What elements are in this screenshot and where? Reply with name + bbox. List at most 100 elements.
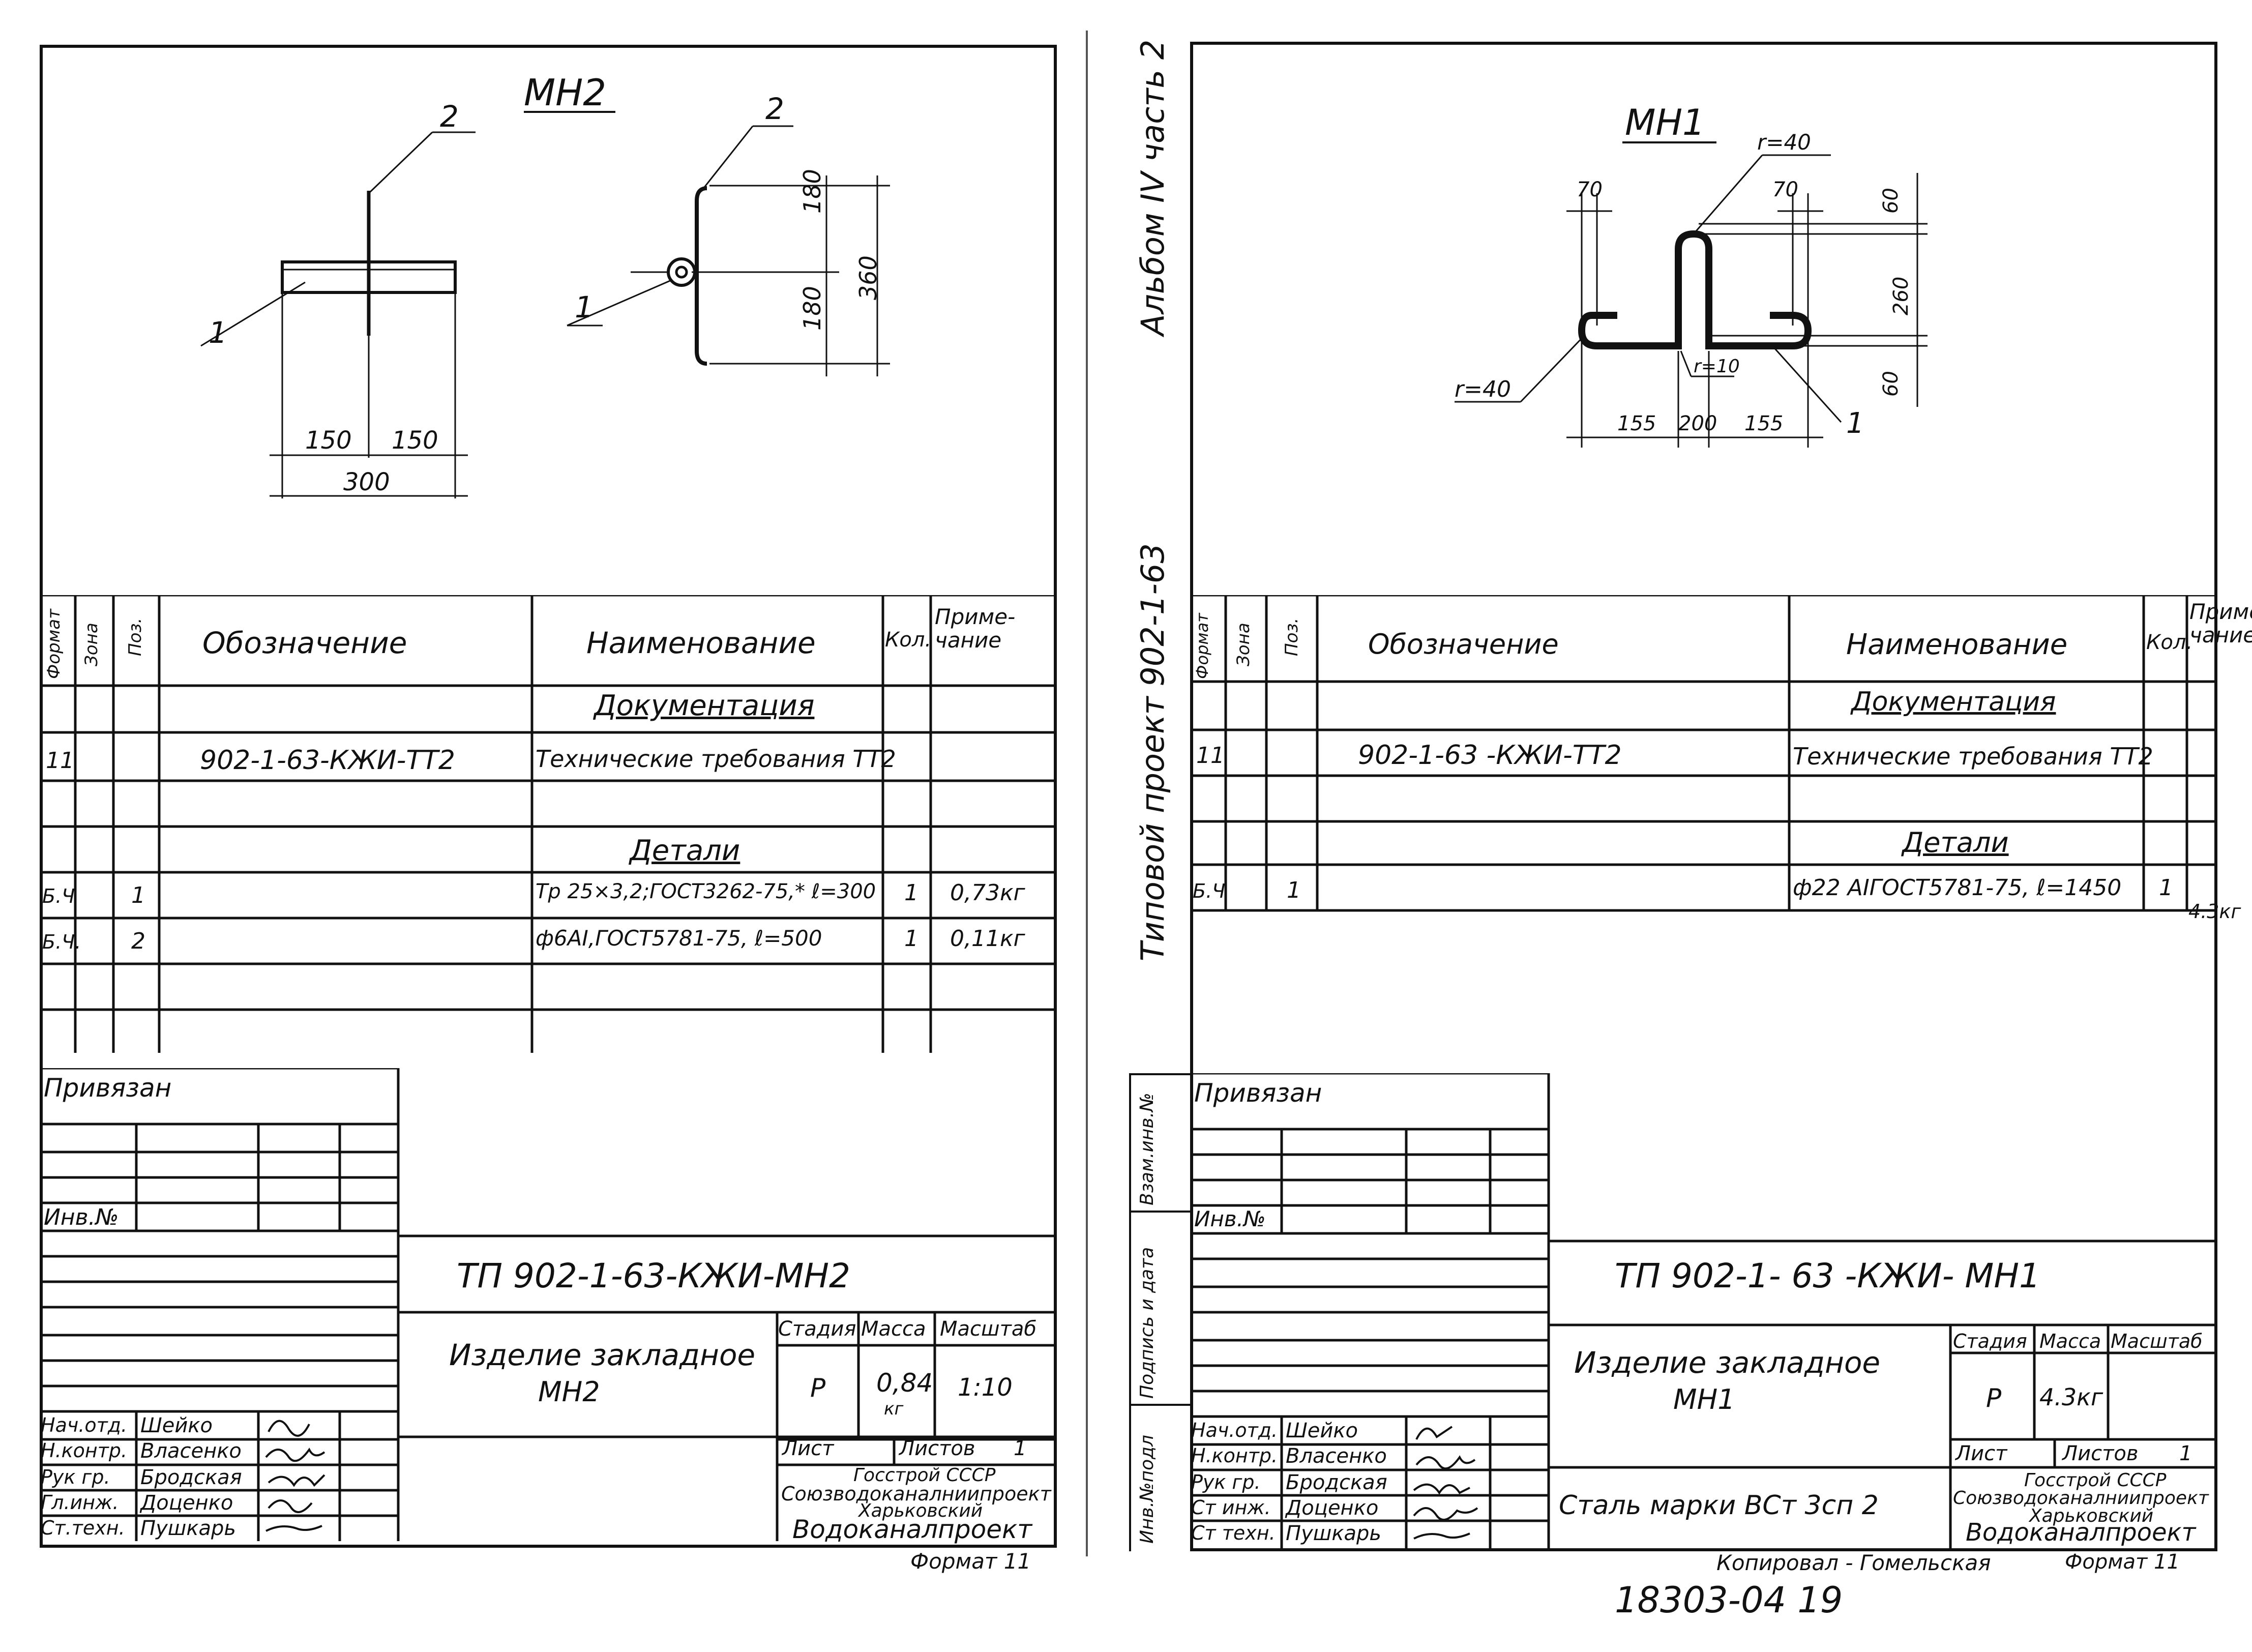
mn1-dim-70-right: 70 (1772, 178, 1798, 201)
mn2-side-pos2-label: 2 (765, 92, 784, 126)
stamp-name-3: Бродская (140, 1466, 242, 1489)
stamp-role-3: Рук гр. (1191, 1471, 1261, 1493)
spec-header-pos: Поз. (1282, 617, 1302, 656)
right-title-block: Привязан Инв.№ ТП 902-1- 63 -КЖИ- МН1 Из… (1190, 1073, 2217, 1549)
spec-row1-format: Б.Ч (1193, 880, 1226, 902)
binding-box-3: Инв.№подл (1137, 1434, 1158, 1544)
stamp-name-1: Шейко (1286, 1419, 1358, 1442)
copied-by-label: Копировал - Гомельская (1716, 1550, 1991, 1575)
stamp-role-5: Ст.техн. (41, 1517, 125, 1539)
stamp-name-4: Доценко (1286, 1496, 1379, 1520)
spec-row1-qty: 1 (2159, 875, 2173, 901)
spec-row1-qty: 1 (904, 880, 918, 906)
spec-header-name: Наименование (586, 626, 816, 660)
mn1-dim-60-bottom: 60 (1879, 371, 1903, 397)
mn1-title: МН1 (1625, 102, 1705, 143)
stamp-privyazan: Привязан (44, 1073, 172, 1103)
spec-doc-name: Технические требования ТТ2 (1793, 743, 2153, 770)
stamp-org-4: Водоканалпроект (1966, 1518, 2196, 1547)
mn1-dim-155-right: 155 (1744, 412, 1784, 435)
mn1-dim-155-left: 155 (1617, 412, 1656, 435)
mn2-dim-180-top: 180 (798, 169, 826, 214)
stamp-stage: Р (1986, 1383, 2002, 1413)
spec-row1-note: 0,73кг (950, 880, 1025, 906)
stamp-role-5: Ст техн. (1191, 1522, 1276, 1544)
stamp-mass: 4.3кг (2039, 1383, 2103, 1411)
spec-header-format: Формат (44, 609, 64, 679)
stamp-stage-header: Стадия (1953, 1330, 2027, 1352)
stamp-sheet-header: Лист (782, 1437, 834, 1460)
spec-header-note: Приме-чание (935, 604, 1016, 653)
spec-section-docs: Документация (594, 689, 815, 722)
spec-section-docs: Документация (1851, 687, 2056, 717)
stamp-privyazan: Привязан (1194, 1078, 1322, 1108)
mn1-dim-60-top: 60 (1879, 188, 1903, 214)
right-binding-div2 (1129, 1404, 1190, 1406)
mn2-pos2-label: 2 (440, 99, 459, 134)
binding-box-2: Подпись и дата (1137, 1247, 1158, 1399)
spec-header-designation: Обозначение (1368, 628, 1559, 660)
stamp-doc-code: ТП 902-1-63-КЖИ-МН2 (457, 1256, 851, 1295)
mn1-r40-top: r=40 (1757, 130, 1811, 155)
stamp-item-mark: МН2 (538, 1376, 600, 1408)
stamp-name-1: Шейко (140, 1414, 213, 1437)
spec-header-name: Наименование (1846, 628, 2068, 661)
mn2-dim-300: 300 (343, 468, 390, 496)
stamp-item-mark: МН1 (1673, 1383, 1735, 1415)
stamp-name-5: Пушкарь (140, 1517, 236, 1540)
stamp-name-2: Власенко (140, 1439, 242, 1463)
spec-row2-format: Б.Ч. (42, 931, 81, 953)
stamp-signatures (265, 1420, 325, 1532)
stamp-org-1: Госстрой СССР (853, 1465, 996, 1486)
mn2-pos1-label: 1 (209, 315, 227, 350)
stamp-sheet-header: Лист (1955, 1442, 2007, 1465)
spec-header-note: Приме-чание (2189, 599, 2252, 648)
stamp-role-4: Гл.инж. (41, 1491, 119, 1514)
stamp-role-1: Нач.отд. (41, 1414, 128, 1436)
mn1-dim-200: 200 (1678, 412, 1717, 435)
stamp-sheets-header: Листов (899, 1437, 975, 1460)
stamp-stage: Р (810, 1373, 826, 1403)
spec-section-parts: Детали (630, 834, 740, 867)
spec-header-format: Формат (1193, 613, 1212, 679)
spec-doc-name: Технические требования ТТ2 (536, 745, 896, 773)
right-binding-edge (1129, 1073, 1131, 1551)
stamp-org-2: Союзводоканалниипроект (1953, 1488, 2209, 1509)
right-format-label: Формат 11 (2065, 1550, 2180, 1574)
mn2-title: МН2 (524, 71, 607, 114)
stamp-role-2: Н.контр. (41, 1439, 128, 1462)
stamp-name-3: Бродская (1286, 1471, 1387, 1494)
stamp-sheets-header: Листов (2062, 1442, 2139, 1465)
spec-doc-designation: 902-1-63-КЖИ-ТТ2 (200, 745, 455, 776)
stamp-org-2: Союзводоканалниипроект (781, 1483, 1051, 1505)
stamp-doc-code: ТП 902-1- 63 -КЖИ- МН1 (1615, 1256, 2040, 1295)
spec-header-qty: Кол. (885, 628, 932, 652)
page-fold-line (1086, 31, 1088, 1556)
stamp-mass-header: Масса (2039, 1330, 2101, 1352)
spec-header-designation: Обозначение (202, 626, 407, 660)
mn1-drawing (1455, 141, 1928, 448)
stamp-org-1: Госстрой СССР (2024, 1470, 2167, 1491)
stamp-scale-header: Масштаб (2111, 1330, 2203, 1352)
spec-row1-pos: 1 (131, 882, 145, 908)
project-side-text: Типовой проект 902-1-63 (1134, 543, 1171, 961)
mn1-dim-260: 260 (1889, 276, 1913, 315)
left-sheet-frame (40, 45, 1057, 1548)
right-binding-top (1129, 1073, 1190, 1075)
spec-row2-note: 0,11кг (950, 926, 1025, 952)
spec-row2-pos: 2 (131, 928, 145, 954)
spec-doc-designation: 902-1-63 -КЖИ-ТТ2 (1358, 740, 1622, 771)
stamp-sheets: 1 (2179, 1442, 2192, 1465)
stamp-item-name: Изделие закладное (1574, 1345, 1881, 1380)
stamp-material: Сталь марки ВСт 3сп 2 (1559, 1490, 1879, 1521)
right-binding-div1 (1129, 1211, 1190, 1213)
spec-row1-name: ф22 АIГОСТ5781-75, ℓ=1450 (1793, 875, 2122, 901)
spec-header-zone: Зона (81, 623, 102, 666)
spec-row1-name: Тр 25×3,2;ГОСТ3262-75,* ℓ=300 (536, 880, 876, 903)
mn1-r40-left: r=40 (1455, 376, 1511, 402)
mn2-dim-180-bottom: 180 (798, 286, 826, 331)
stamp-org-3: Харьковский (2029, 1506, 2154, 1526)
stamp-org-4: Водоканалпроект (792, 1515, 1032, 1544)
mn1-dim-70-left: 70 (1577, 178, 1603, 201)
stamp-scale: 1:10 (958, 1373, 1013, 1402)
